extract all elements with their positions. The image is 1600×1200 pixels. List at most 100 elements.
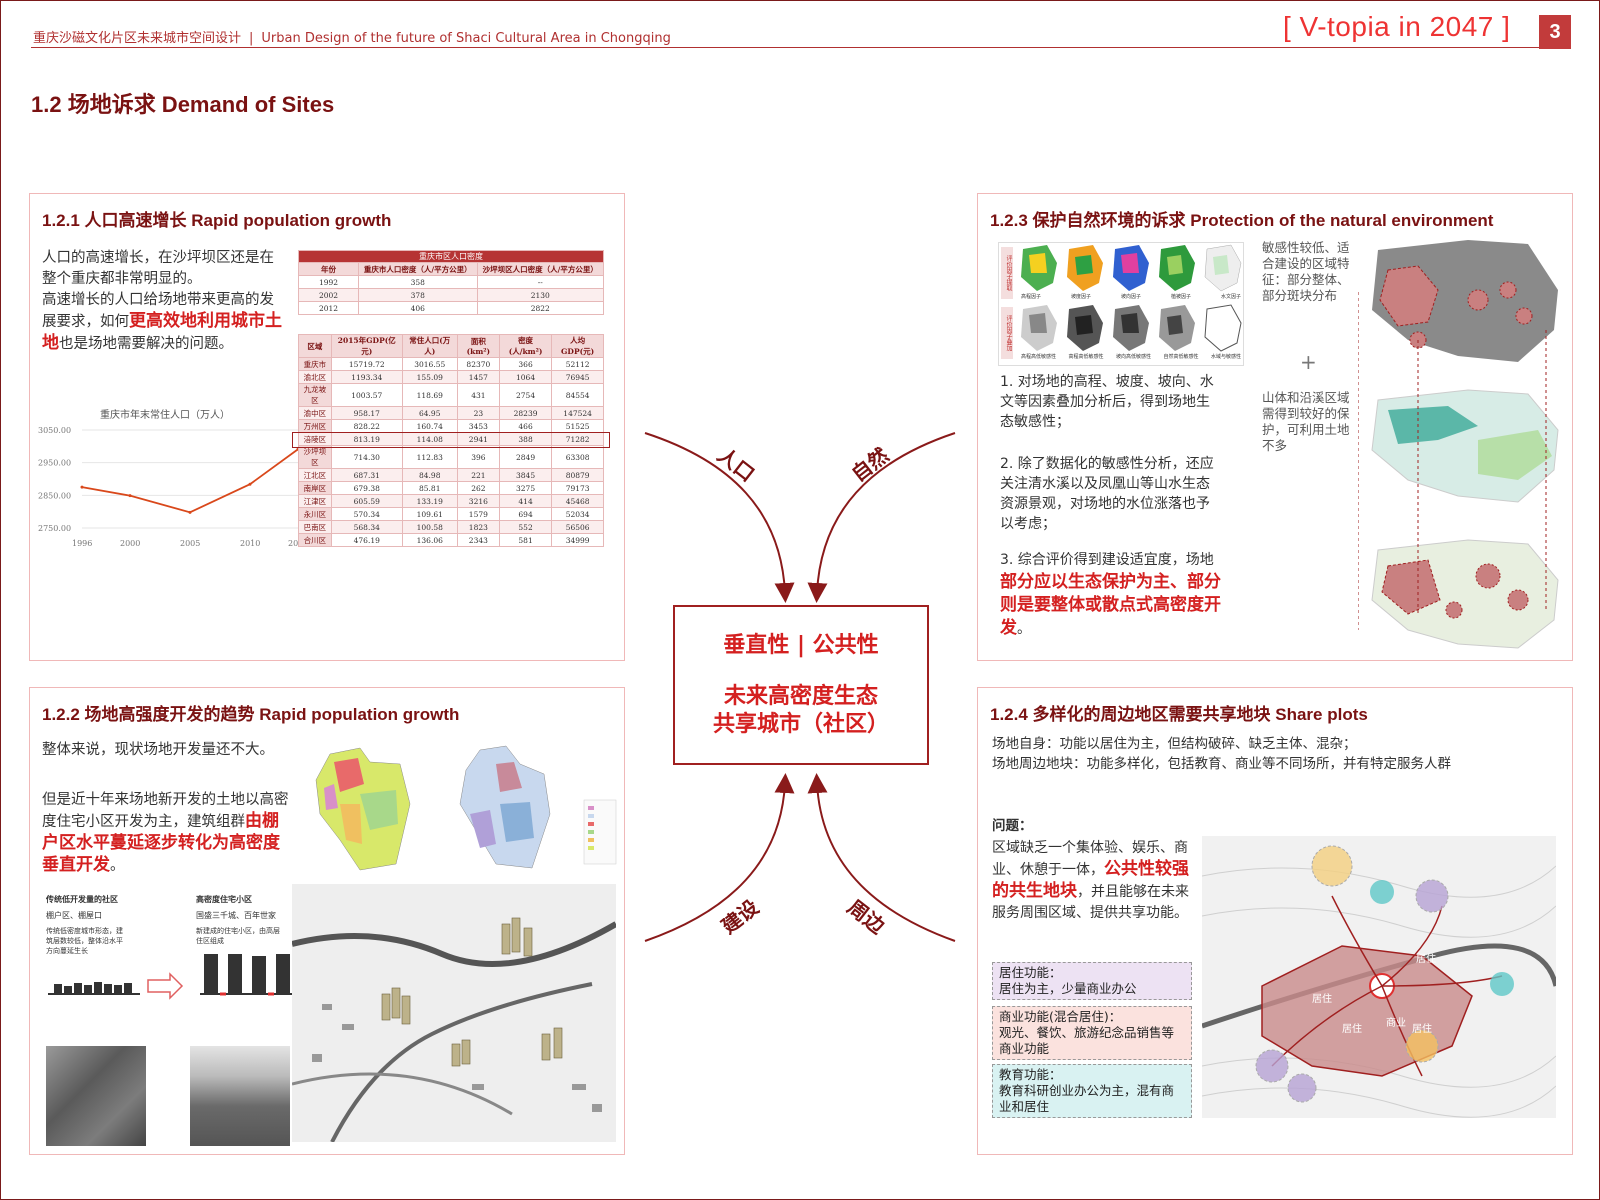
residential-function-box: 居住功能： 居住为主，少量商业办公 <box>992 962 1192 1000</box>
table-cell: 552 <box>498 520 553 534</box>
table-cell: 570.34 <box>330 507 403 521</box>
table-cell: 358 <box>358 275 478 289</box>
box-title: 教育功能： <box>999 1067 1062 1082</box>
table-cell: 687.31 <box>330 468 403 482</box>
y-tick-label: 3050.00 <box>38 426 71 435</box>
table-cell: 71282 <box>551 432 604 446</box>
table-cell: 3275 <box>498 481 553 495</box>
analysis-step-1: 1. 对场地的高程、坡度、坡向、水文等因素叠加分析后，得到场地生态敏感性； <box>1000 374 1214 430</box>
table2-header-cell: 人均GDP(元) <box>551 334 604 358</box>
x-tick-label: 2010 <box>240 539 260 548</box>
factor-name: 高程高低敏感性 <box>1068 354 1104 360</box>
concept-line-2a: 未来高密度生态 <box>723 684 878 709</box>
factor-name: 高程高低敏感性 <box>1021 354 1057 360</box>
factor-name: 植被因子 <box>1170 294 1191 300</box>
table-cell: 112.83 <box>401 445 458 469</box>
table-cell: 3216 <box>456 494 500 508</box>
table2-header-cell: 面积(km²) <box>456 334 500 358</box>
map-label-5: 居住 <box>1412 1022 1432 1035</box>
factor-name: 高程因子 <box>1021 294 1042 300</box>
table-cell: 2849 <box>498 445 553 469</box>
table1-header-cell: 沙坪坝区人口密度（人/平方公里） <box>476 262 605 276</box>
table-cell: 永川区 <box>298 507 332 521</box>
data-point <box>128 494 132 498</box>
table-cell: 155.09 <box>401 370 458 384</box>
table-cell: 1193.34 <box>330 370 403 384</box>
table-cell: 160.74 <box>401 419 458 433</box>
table-cell: 3845 <box>498 468 553 482</box>
table-cell: 重庆市 <box>298 357 332 371</box>
table1-header-cell: 年份 <box>298 262 359 276</box>
stacked-sensitivity-maps <box>1358 240 1559 649</box>
header-project-title: 重庆沙磁文化片区未来城市空间设计|Urban Design of the fut… <box>33 27 671 46</box>
analysis-step-3a: 3. 综合评价得到建设适宜度，场地 <box>1000 552 1214 568</box>
factor-names-row1: 高程因子 坡度因子 坡向因子 植被因子 水文因子 <box>1021 293 1241 300</box>
header-separator: | <box>249 31 254 46</box>
factor-name: 坡向高低敏感性 <box>1115 354 1151 360</box>
high-density-desc: 新建成的住宅小区，由高层住区组成 <box>196 927 280 945</box>
development-highlight: 由棚户区水平蔓延逐步转化为高密度垂直开发 <box>42 811 280 875</box>
land-use-maps <box>315 745 617 871</box>
table-cell: 1579 <box>456 507 500 521</box>
table-cell: 合川区 <box>298 533 332 547</box>
table-cell: 45468 <box>551 494 604 508</box>
table-cell: 15719.72 <box>330 357 403 371</box>
table-cell: 109.61 <box>401 507 458 521</box>
table-cell: 76945 <box>551 370 604 384</box>
development-text-2: 但是近十年来场地新开发的土地以高密度住宅小区开发为主，建筑组群由棚户区水平蔓延逐… <box>42 790 294 877</box>
panel-share-plots: 1.2.4 多样化的周边地区需要共享地块 Share plots 场地自身：功能… <box>977 687 1573 1155</box>
table-cell: 2002 <box>298 288 359 302</box>
arc-bottom-right <box>807 773 956 942</box>
table-cell: 2754 <box>498 383 553 407</box>
table-cell: 3453 <box>456 419 500 433</box>
table2-header-cell: 常住人口(万人) <box>401 334 458 358</box>
table-cell: 江北区 <box>298 468 332 482</box>
high-density-sub: 国盛三千城、百年世家 <box>196 911 276 920</box>
table-cell: 3016.55 <box>401 357 458 371</box>
table2-header-cell: 2015年GDP(亿元) <box>330 334 403 358</box>
table-cell: 1823 <box>456 520 500 534</box>
table-cell: 82370 <box>456 357 500 371</box>
table-cell: 406 <box>358 301 478 315</box>
table-cell: 581 <box>498 533 553 547</box>
table-cell: 2012 <box>298 301 359 315</box>
surrounding-function-map: 居住 居住 居住 商业 居住 <box>1202 836 1556 1118</box>
table-cell: 1992 <box>298 275 359 289</box>
development-text-1: 整体来说，现状场地开发量还不大。 <box>42 742 274 758</box>
table-cell: 九龙坡区 <box>298 383 332 407</box>
data-point <box>188 510 192 514</box>
factor-analysis-grid: 评价因子提取 评价因子叠加 高程因子 坡度因子 坡向因子 植被因子 <box>998 242 1244 366</box>
factor-name: 水域与敏感性 <box>1210 354 1241 360</box>
table1-header: 年份 重庆市人口密度（人/平方公里） 沙坪坝区人口密度（人/平方公里） <box>298 262 605 276</box>
panel-natural-environment: 1.2.3 保护自然环境的诉求 Protection of the natura… <box>977 193 1573 661</box>
y-tick-label: 2850.00 <box>38 491 71 500</box>
population-highlight: 更高效地利用城市土地 <box>42 311 282 353</box>
table-caption: 重庆市区人口密度 <box>298 250 604 263</box>
site-surroundings-text: 场地周边地块：功能多样化，包括教育、商业等不同场所，并有特定服务人群 <box>992 756 1451 772</box>
table-cell: 2130 <box>476 288 605 302</box>
data-point <box>248 482 252 486</box>
table-cell: 136.06 <box>401 533 458 547</box>
concept-line-1: 垂直性 | 公共性 <box>723 633 879 658</box>
box-body: 居住为主，少量商业办公 <box>999 981 1137 996</box>
problem-title: 问题： <box>992 818 1033 834</box>
panel-high-intensity-development: 1.2.2 场地高强度开发的趋势 Rapid population growth… <box>29 687 625 1155</box>
header-rule <box>31 47 1571 48</box>
table-cell: 84554 <box>551 383 604 407</box>
map-label-4: 商业 <box>1386 1016 1406 1029</box>
x-tick-label: 2005 <box>180 539 200 548</box>
box-body: 教育科研创业办公为主，混有商业和居住 <box>999 1083 1175 1114</box>
problem-text: 区域缺乏一个集体验、娱乐、商业、休憩于一体，公共性较强的共生地块，并且能够在未来… <box>992 838 1200 924</box>
section-title: 1.2 场地诉求 Demand of Sites <box>31 92 335 117</box>
analysis-highlight: 部分应以生态保护为主、部分则是要整体或散点式高密度开发 <box>1000 572 1221 638</box>
table-cell: 56506 <box>551 520 604 534</box>
table-cell: 52034 <box>551 507 604 521</box>
